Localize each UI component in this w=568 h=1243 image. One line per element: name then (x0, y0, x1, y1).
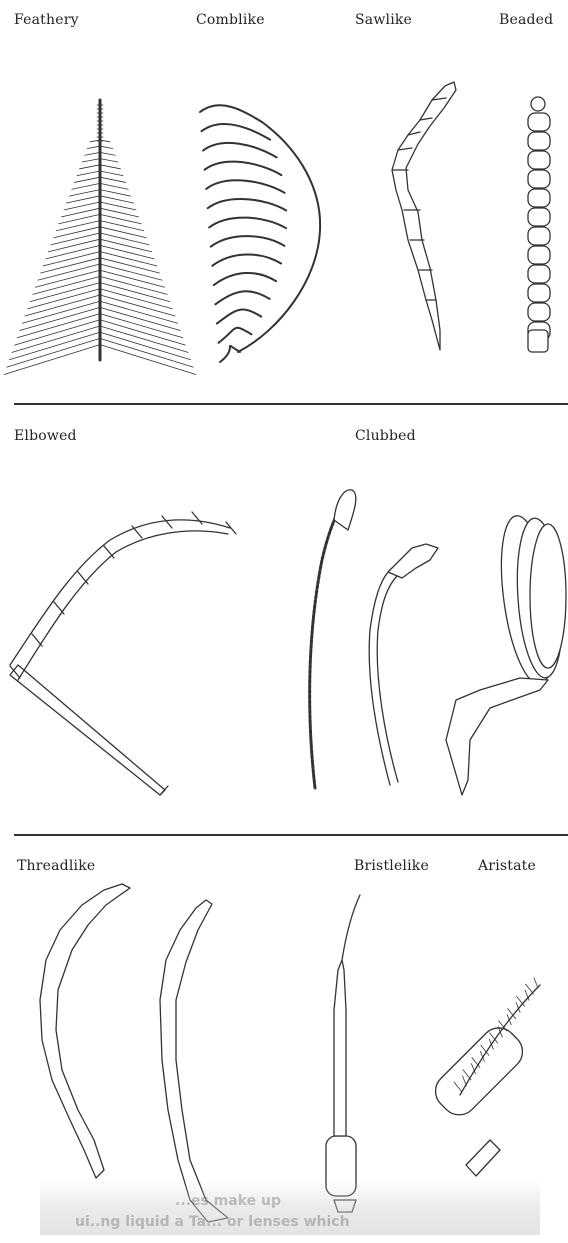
threadlike-antenna-1 (40, 884, 130, 1178)
clubbed-antenna-3 (446, 512, 568, 795)
bleed-through-line-1: ...es make up (175, 1193, 281, 1209)
beaded-antenna (528, 97, 550, 352)
bleed-through-line-2: ui..ng liquid a Ta... or lenses which (75, 1214, 350, 1230)
feathery-antenna (4, 100, 196, 374)
clubbed-antenna-1 (310, 490, 356, 788)
elbowed-antenna (10, 512, 236, 795)
aristate-antenna (428, 978, 540, 1176)
threadlike-antenna-2 (160, 900, 228, 1222)
comblike-antenna (200, 105, 320, 362)
sawlike-antenna (392, 82, 456, 350)
bristlelike-antenna (326, 895, 360, 1212)
clubbed-antenna-2 (369, 544, 438, 785)
